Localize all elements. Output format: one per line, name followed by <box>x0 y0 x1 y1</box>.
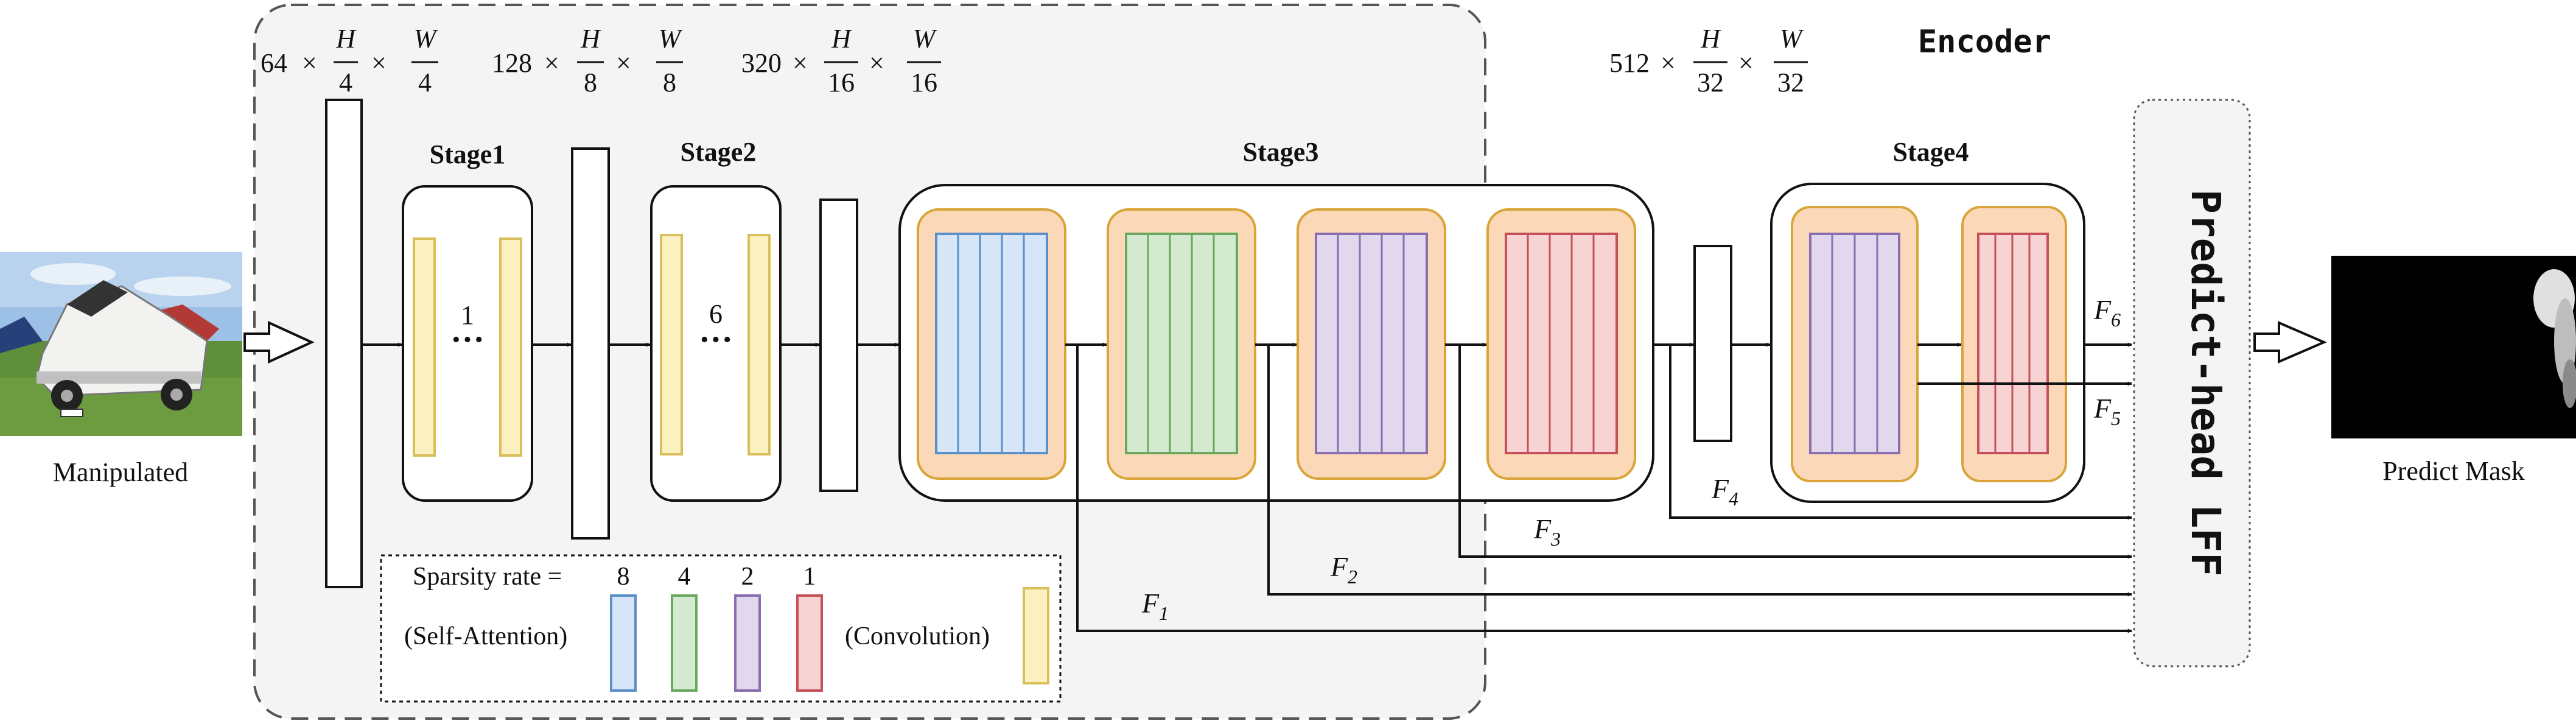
dim-w-den: 4 <box>418 68 432 97</box>
dim-w: W <box>913 24 937 54</box>
dim-h: H <box>831 24 852 54</box>
dim-w-den: 16 <box>911 68 937 97</box>
legend-rate-2: 2 <box>741 563 754 591</box>
dim-channels: 320 <box>741 48 782 78</box>
dim-w-den: 8 <box>663 68 676 97</box>
legend-rate-4: 4 <box>678 563 691 591</box>
stage1-ellipsis: ··· <box>450 321 485 359</box>
svg-text:5: 5 <box>2111 407 2121 429</box>
dim-label-1: 64 × H 4 × W 4 <box>261 24 438 97</box>
attention-block-rate-1 <box>1486 208 1636 480</box>
legend-swatch-rate-1 <box>796 594 823 692</box>
legend-box <box>380 554 1062 703</box>
legend-sparsity-label: Sparsity rate = <box>413 563 562 591</box>
dim-label-3: 320 × H 16 × W 16 <box>741 24 941 97</box>
stage1-title: Stage1 <box>430 139 506 169</box>
input-image <box>0 252 242 436</box>
legend-rate-8: 8 <box>617 563 630 591</box>
encoder-label: Encoder <box>1918 24 2051 60</box>
feature-label-f6: F 6 <box>2093 294 2121 331</box>
dim-label-2: 128 × H 8 × W 8 <box>492 24 683 97</box>
stage3-box <box>898 184 1654 502</box>
stage3-title: Stage3 <box>1243 137 1319 167</box>
dim-times: × <box>793 48 808 78</box>
dim-channels: 64 <box>261 48 287 78</box>
patch-embed-block-2 <box>571 147 610 540</box>
svg-text:F: F <box>1330 551 1348 582</box>
dim-h-den: 16 <box>828 68 855 97</box>
svg-text:F: F <box>1711 473 1729 504</box>
dim-times: × <box>302 48 317 78</box>
svg-text:4: 4 <box>1729 488 1738 510</box>
attention-block-rate-8 <box>917 208 1066 480</box>
dim-times: × <box>616 48 631 78</box>
dim-times: × <box>1738 48 1754 78</box>
feature-label-f2: F 2 <box>1330 551 1357 588</box>
patch-embed-block-4 <box>1693 245 1732 442</box>
conv-bar <box>747 234 771 455</box>
dim-times: × <box>371 48 387 78</box>
dim-times: × <box>544 48 559 78</box>
patch-embed-block-1 <box>325 99 363 588</box>
svg-text:3: 3 <box>1550 528 1561 550</box>
svg-text:F: F <box>2093 294 2112 325</box>
dim-w-den: 32 <box>1777 68 1804 97</box>
feature-paths <box>1076 342 2132 633</box>
dim-label-4: 512 × H 32 × W 32 <box>1609 24 1808 97</box>
conv-bar <box>660 234 683 455</box>
legend-swatch-rate-2 <box>734 594 761 692</box>
legend-swatch-rate-8 <box>610 594 637 692</box>
dim-times: × <box>869 48 884 78</box>
stage4-title: Stage4 <box>1893 137 1969 167</box>
attention-block-rate-2-stage4 <box>1791 206 1919 482</box>
dim-channels: 512 <box>1609 48 1650 78</box>
output-label: Predict Mask <box>2382 456 2524 486</box>
stage2-ellipsis: ··· <box>699 321 733 359</box>
svg-text:6: 6 <box>2111 309 2121 331</box>
predict-head-label: Predict-head LFF <box>2182 189 2229 577</box>
conv-bar <box>413 237 436 457</box>
dim-w: W <box>659 24 683 54</box>
svg-text:F: F <box>2093 393 2112 424</box>
input-arrow <box>243 320 315 364</box>
patch-embed-block-3 <box>819 199 858 492</box>
legend-swatch-rate-4 <box>671 594 698 692</box>
legend-self-attention: (Self-Attention) <box>404 622 567 650</box>
dim-h: H <box>1700 24 1721 54</box>
stage2-repeat-count: 6 <box>709 299 723 329</box>
attention-block-rate-2 <box>1297 208 1446 480</box>
svg-text:F: F <box>1141 588 1160 619</box>
svg-text:2: 2 <box>1348 566 1357 588</box>
predict-mask-image <box>2331 256 2576 438</box>
attention-block-rate-1-stage4 <box>1961 206 2067 482</box>
dim-h: H <box>335 24 357 54</box>
legend-convolution: (Convolution) <box>845 622 990 650</box>
dim-h: H <box>580 24 601 54</box>
feature-label-f1: F 1 <box>1141 588 1169 624</box>
feature-label-f5: F 5 <box>2093 393 2121 429</box>
feature-label-f3: F 3 <box>1533 513 1561 550</box>
legend-swatch-convolution <box>1023 587 1049 684</box>
feature-label-f4: F 4 <box>1711 473 1738 510</box>
svg-text:F: F <box>1533 513 1552 544</box>
output-arrow <box>2253 320 2328 364</box>
dim-times: × <box>1661 48 1676 78</box>
attention-block-rate-4 <box>1107 208 1256 480</box>
dim-h-den: 32 <box>1697 68 1724 97</box>
dim-h-den: 8 <box>584 68 597 97</box>
dim-channels: 128 <box>492 48 532 78</box>
stage2-title: Stage2 <box>681 137 757 167</box>
dim-h-den: 4 <box>339 68 352 97</box>
predict-head-box <box>2133 99 2251 667</box>
conv-bar <box>499 237 522 457</box>
legend-rate-1: 1 <box>803 563 816 591</box>
svg-text:1: 1 <box>1159 602 1169 624</box>
dim-w: W <box>1780 24 1804 54</box>
input-label: Manipulated <box>53 457 188 487</box>
dim-w: W <box>414 24 438 54</box>
stage1-repeat-count: 1 <box>461 300 474 330</box>
